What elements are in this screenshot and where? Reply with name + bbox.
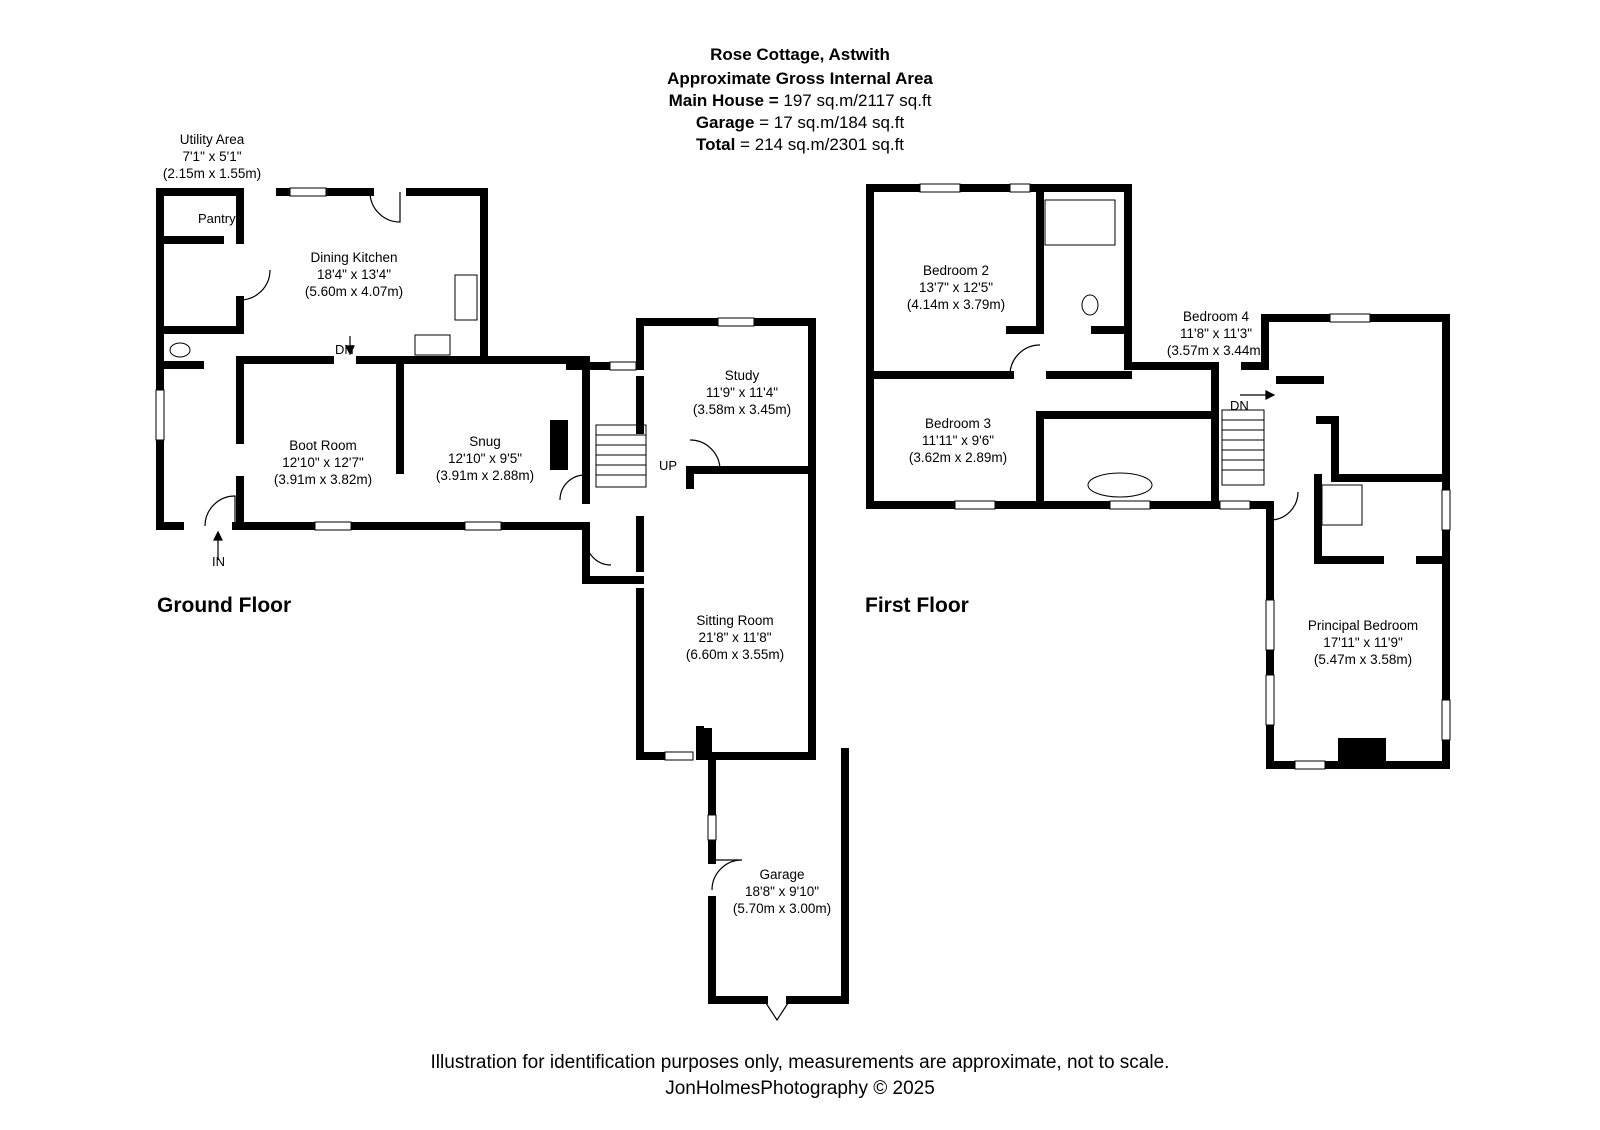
main-house-value: 197 sq.m/2117 sq.ft [778, 91, 932, 110]
garage-walls [708, 748, 849, 1004]
room-bedroom-4: Bedroom 4 11'8" x 11'3" (3.57m x 3.44m) [1167, 308, 1265, 359]
credit-text: JonHolmesPhotography © 2025 [665, 1078, 935, 1099]
room-metric: (5.70m x 3.00m) [732, 901, 832, 916]
total-area: Total = 214 sq.m/2301 sq.ft [0, 134, 1600, 156]
room-imperial: 11'9" x 11'4" [705, 385, 779, 400]
room-imperial: 21'8" x 11'8" [698, 630, 772, 645]
room-boot-room: Boot Room 12'10" x 12'7" (3.91m x 3.82m) [274, 437, 372, 488]
ground-floor-label: Ground Floor [157, 594, 292, 617]
room-imperial: 11'8" x 11'3" [1179, 326, 1253, 341]
room-name: Sitting Room [696, 613, 774, 628]
room-name: Snug [469, 434, 501, 449]
room-dining-kitchen: Dining Kitchen 18'4" x 13'4" (5.60m x 4.… [305, 249, 403, 300]
stairs-up-marker: UP [659, 458, 678, 473]
direction-arrows [213, 336, 1276, 560]
room-metric: (5.47m x 3.58m) [1313, 652, 1413, 667]
room-metric: (2.15m x 1.55m) [162, 166, 262, 181]
room-imperial: 17'11" x 11'9" [1323, 635, 1403, 650]
room-metric: (6.60m x 3.55m) [685, 647, 785, 662]
total-value: = 214 sq.m/2301 sq.ft [735, 135, 905, 154]
room-imperial: 11'11" x 9'6" [921, 433, 995, 448]
garage-value: = 17 sq.m/184 sq.ft [754, 113, 905, 132]
room-bedroom-2: Bedroom 2 13'7" x 12'5" (4.14m x 3.79m) [907, 262, 1005, 313]
room-metric: (5.60m x 4.07m) [304, 284, 404, 299]
ground-floor-walls [156, 188, 816, 760]
room-name: Bedroom 2 [922, 263, 990, 278]
main-house-area: Main House = 197 sq.m/2117 sq.ft [0, 90, 1600, 112]
room-sitting-room: Sitting Room 21'8" x 11'8" (6.60m x 3.55… [686, 612, 784, 663]
room-name: Dining Kitchen [310, 250, 398, 265]
garage-area: Garage = 17 sq.m/184 sq.ft [0, 112, 1600, 134]
entrance-marker: IN [212, 554, 225, 569]
disclaimer-text: Illustration for identification purposes… [430, 1052, 1170, 1073]
room-metric: (4.14m x 3.79m) [906, 297, 1006, 312]
stairs-down-marker-ground: DN [335, 342, 354, 357]
room-pantry: Pantry [198, 211, 236, 226]
room-imperial: 12'10" x 12'7" [282, 455, 364, 470]
plan-subtitle: Approximate Gross Internal Area [667, 69, 933, 88]
chimney-breasts [550, 420, 1386, 765]
main-house-label: Main House = [668, 91, 779, 110]
room-snug: Snug 12'10" x 9'5" (3.91m x 2.88m) [436, 433, 534, 484]
room-name: Study [724, 368, 760, 383]
room-metric: (3.91m x 2.88m) [435, 468, 535, 483]
room-utility-area: Utility Area 7'1" x 5'1" (2.15m x 1.55m) [163, 131, 261, 182]
room-study: Study 11'9" x 11'4" (3.58m x 3.45m) [693, 367, 791, 418]
room-imperial: 7'1" x 5'1" [182, 149, 242, 164]
room-bedroom-3: Bedroom 3 11'11" x 9'6" (3.62m x 2.89m) [909, 415, 1007, 466]
room-name: Bedroom 4 [1182, 309, 1250, 324]
doors [204, 191, 1299, 1022]
stairs [595, 409, 1265, 488]
room-imperial: 18'4" x 13'4" [316, 267, 392, 282]
room-name: Garage [759, 867, 805, 882]
room-imperial: 18'8" x 9'10" [744, 884, 820, 899]
first-floor-label: First Floor [865, 594, 969, 617]
plan-title: Rose Cottage, Astwith [710, 45, 890, 64]
room-metric: (3.62m x 2.89m) [908, 450, 1008, 465]
room-name: Principal Bedroom [1307, 618, 1419, 633]
fixtures [169, 199, 1363, 526]
room-principal-bedroom: Principal Bedroom 17'11" x 11'9" (5.47m … [1308, 617, 1418, 668]
room-name: Utility Area [179, 132, 245, 147]
room-imperial: 13'7" x 12'5" [918, 280, 994, 295]
windows [155, 183, 1451, 841]
room-metric: (3.58m x 3.45m) [692, 402, 792, 417]
room-metric: (3.57m x 3.44m) [1166, 343, 1266, 358]
room-name: Bedroom 3 [924, 416, 992, 431]
room-name: Boot Room [289, 438, 357, 453]
stairs-down-marker-first: DN [1230, 398, 1249, 413]
garage-label: Garage [695, 113, 755, 132]
total-label: Total [695, 135, 736, 154]
room-garage: Garage 18'8" x 9'10" (5.70m x 3.00m) [733, 866, 831, 917]
room-imperial: 12'10" x 9'5" [447, 451, 523, 466]
room-metric: (3.91m x 3.82m) [273, 472, 373, 487]
first-floor-walls [866, 184, 1450, 769]
